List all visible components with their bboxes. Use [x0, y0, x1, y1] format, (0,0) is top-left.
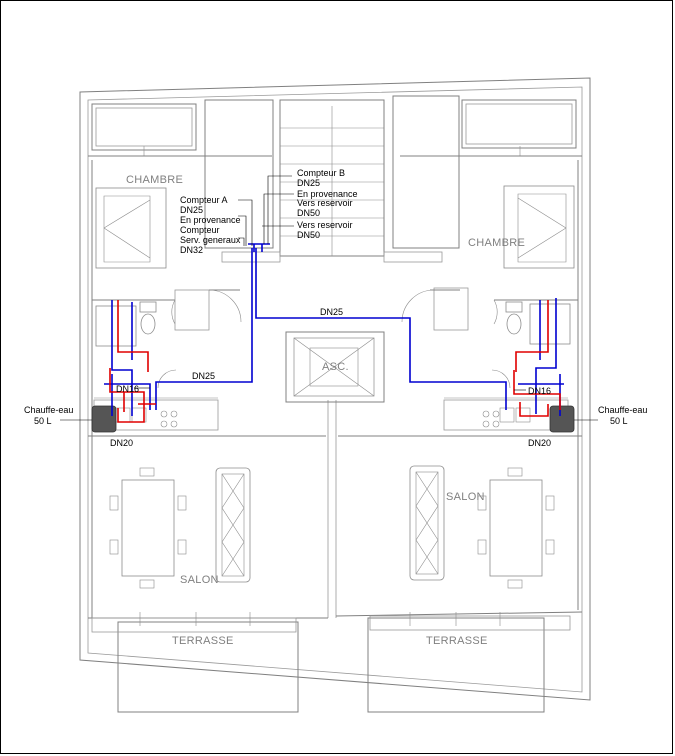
bed-right — [503, 185, 575, 269]
label-dn50-1: DN50 — [297, 208, 320, 218]
shower-left — [95, 305, 137, 347]
room-label-terrasse-right: TERRASSE — [426, 635, 488, 647]
label-vers-reservoir-1: Vers reservoir — [297, 198, 353, 208]
label-dn25-b: DN25 — [297, 178, 320, 188]
label-chauffe-eau-right: Chauffe-eau — [598, 405, 647, 415]
label-provenance-a: En provenance — [180, 215, 241, 225]
label-dn32: DN32 — [180, 245, 203, 255]
piping — [104, 243, 564, 423]
room-label-salon-right: SALON — [446, 491, 485, 503]
shower-right — [529, 303, 571, 345]
room-label-chambre-left: CHAMBRE — [126, 174, 183, 186]
label-dn25-main: DN25 — [320, 307, 343, 317]
dining-table-left — [121, 479, 175, 577]
label-compteur-serv: Compteur — [180, 225, 220, 235]
building-walls — [79, 77, 591, 713]
label-dn25-a: DN25 — [180, 205, 203, 215]
label-serv-generaux: Serv. generaux — [180, 235, 241, 245]
label-compteur-b: Compteur B — [297, 168, 345, 178]
water-heater-right — [549, 405, 575, 433]
label-vers-reservoir-2: Vers reservoir — [297, 220, 353, 230]
wc-left — [139, 301, 157, 313]
dining-table-right — [489, 479, 543, 577]
bed-left — [95, 187, 167, 269]
water-heater-left — [91, 405, 117, 433]
room-label-salon-left: SALON — [180, 574, 219, 586]
leader-lines — [60, 175, 598, 421]
label-dn16-right: DN16 — [528, 386, 551, 396]
label-provenance-b: En provenance — [297, 189, 358, 199]
label-chauffe-eau-left: Chauffe-eau — [24, 405, 73, 415]
label-compteur-a: Compteur A — [180, 195, 228, 205]
wc-right — [505, 301, 523, 313]
room-label-chambre-right: CHAMBRE — [468, 237, 525, 249]
label-chauffe-eau-right-capacity: 50 L — [610, 416, 628, 426]
room-label-elevator: ASC. — [322, 361, 349, 373]
label-dn20-left: DN20 — [110, 438, 133, 448]
room-label-terrasse-left: TERRASSE — [172, 635, 234, 647]
label-dn50-2: DN50 — [297, 230, 320, 240]
furniture — [91, 185, 575, 589]
label-dn25-left: DN25 — [192, 371, 215, 381]
label-chauffe-eau-left-capacity: 50 L — [34, 416, 52, 426]
label-dn20-right: DN20 — [528, 438, 551, 448]
label-dn16-left: DN16 — [116, 384, 139, 394]
